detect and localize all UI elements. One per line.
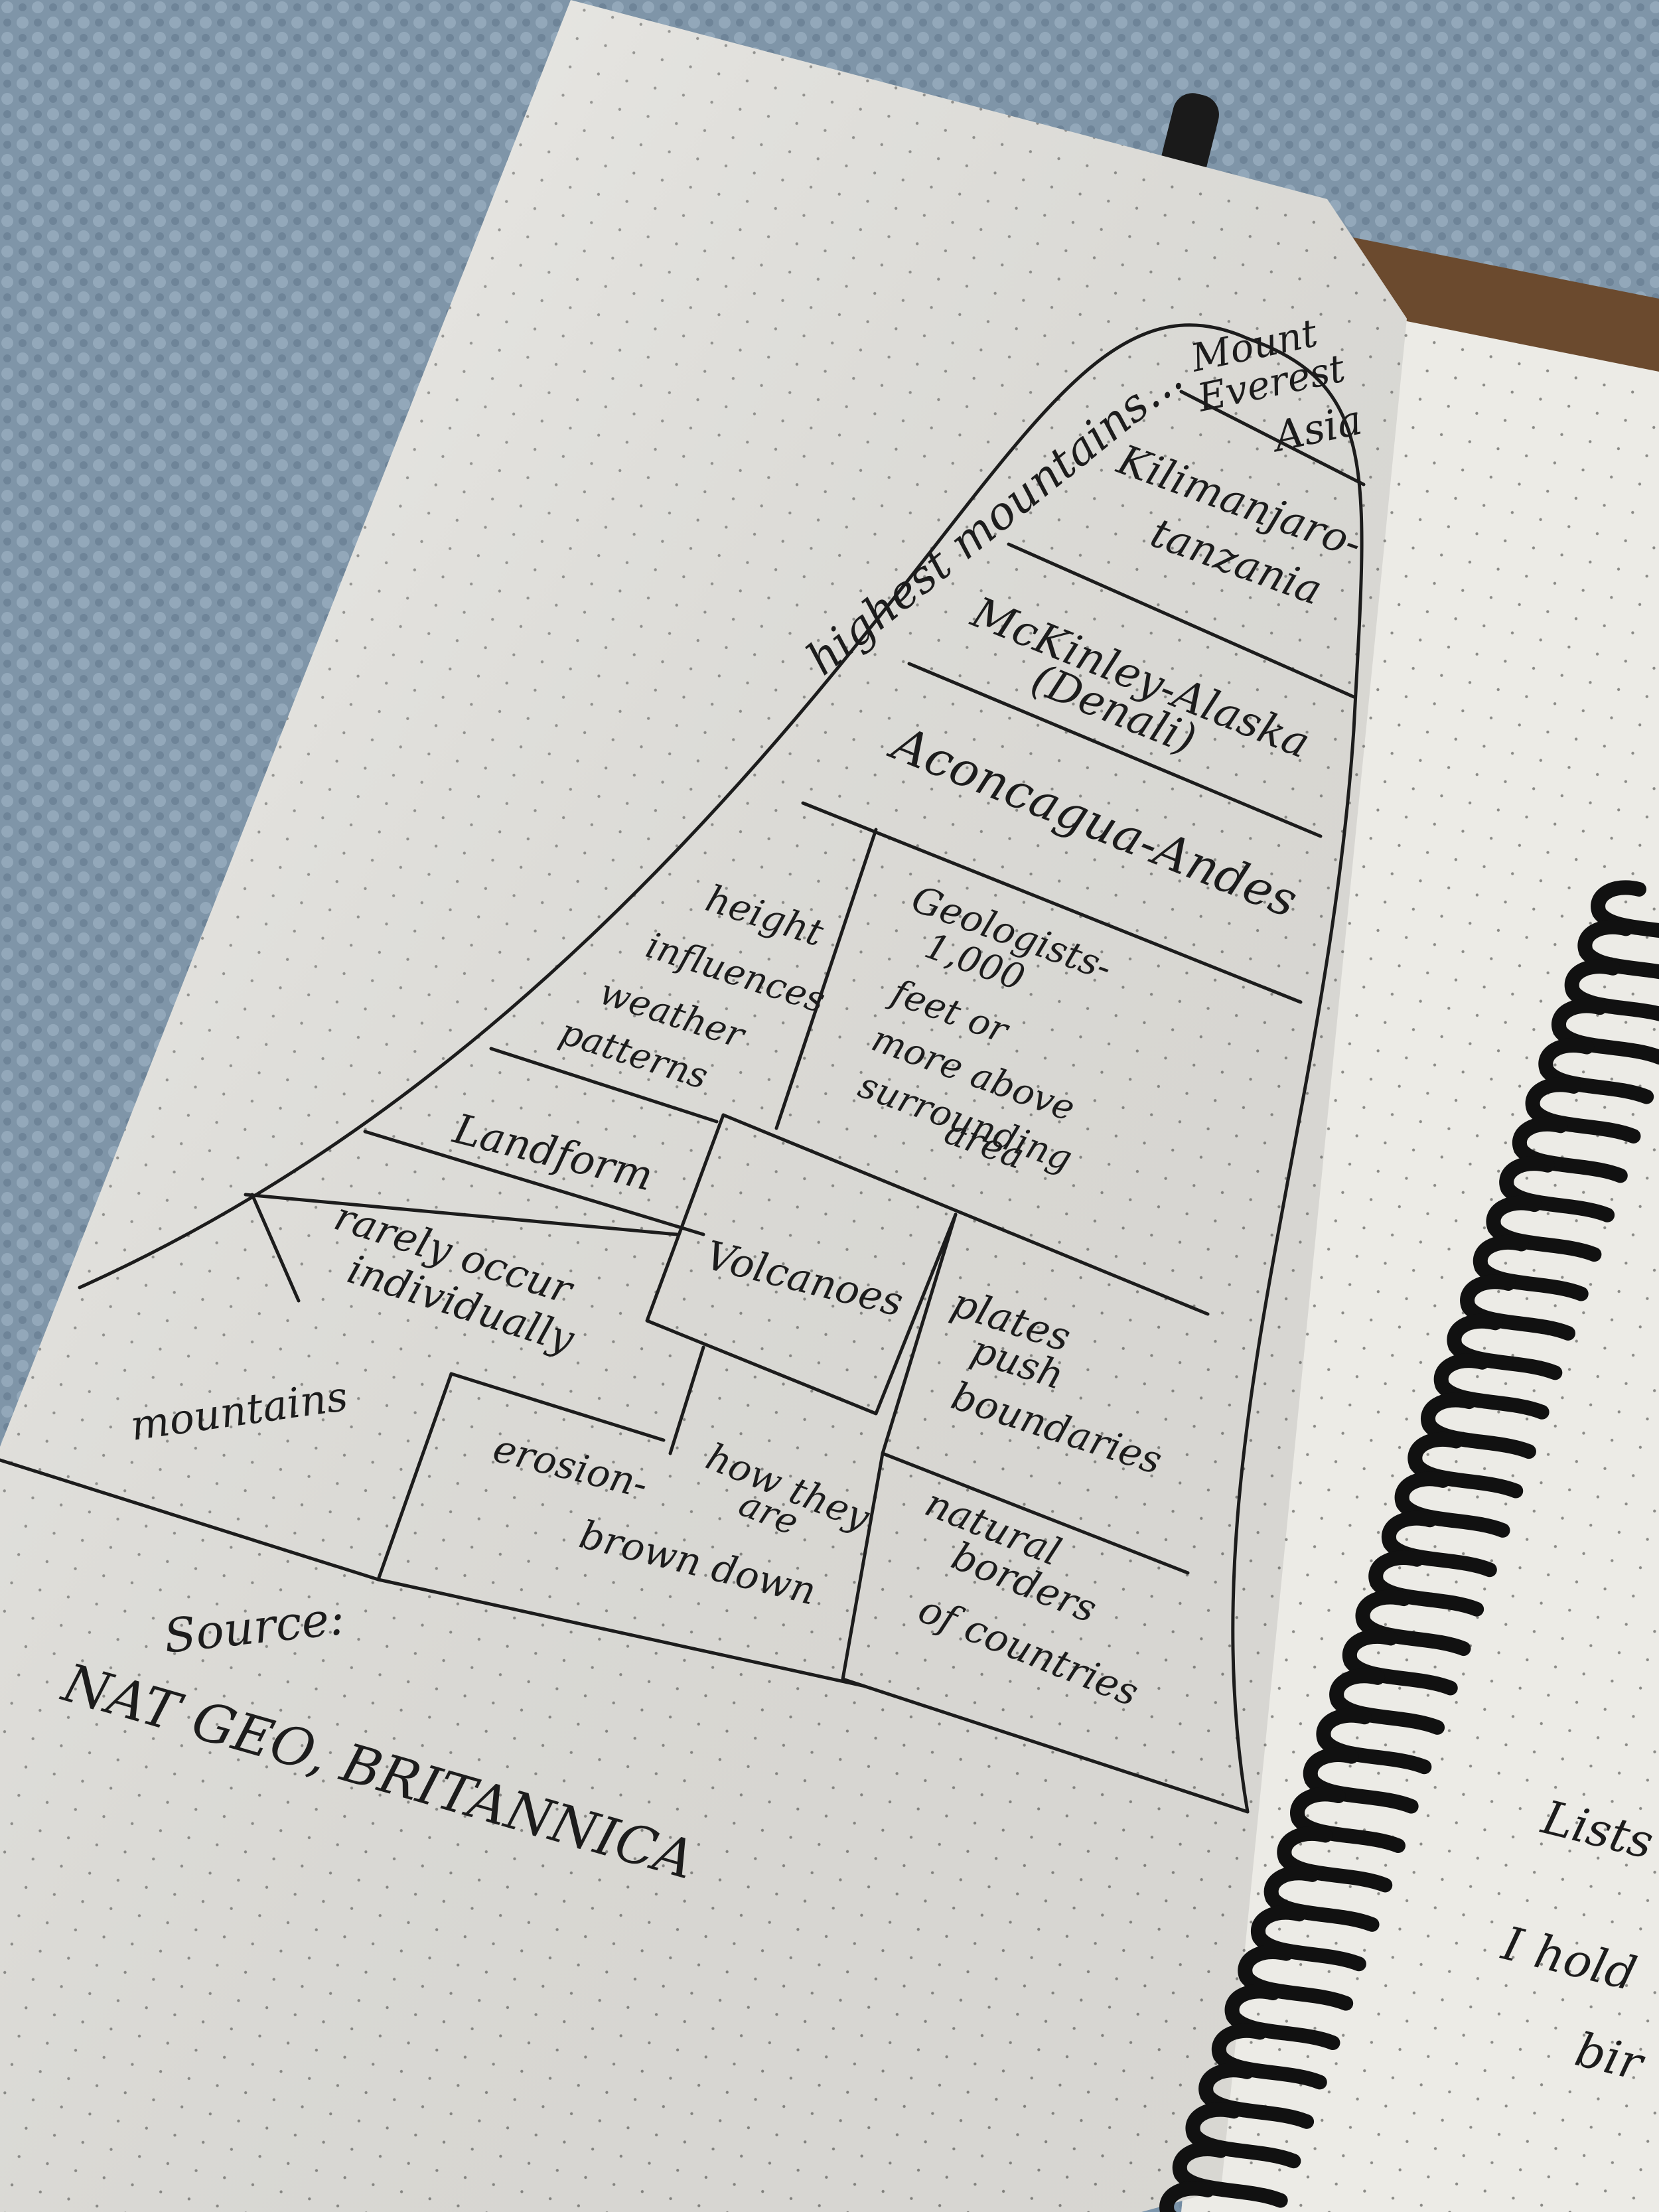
spiral-coil — [1421, 1392, 1536, 1459]
base-line-right — [841, 1677, 1250, 1814]
spiral-binding — [1159, 880, 1659, 2212]
spiral-coil — [1512, 1116, 1628, 1183]
spiral-coil — [1224, 1984, 1340, 2051]
rarely-bottom — [449, 1372, 666, 1442]
spiral-coil — [1238, 1945, 1354, 2011]
spiral-coil — [1251, 1905, 1366, 1972]
tier-line-4 — [801, 801, 1303, 1004]
spiral-coil — [1212, 2023, 1327, 2090]
spiral-coil — [1538, 1037, 1654, 1104]
how-left — [668, 1345, 705, 1455]
spiral-coil — [1525, 1077, 1641, 1143]
spiral-coil — [1473, 1234, 1589, 1301]
spiral-coil — [1198, 2063, 1315, 2129]
cell-divider-geo-bottom — [721, 1113, 1210, 1316]
spiral-coil — [1277, 1826, 1393, 1893]
right-page — [1181, 312, 1659, 2212]
spiral-coil — [1172, 2142, 1288, 2208]
spiral-coil — [1551, 998, 1659, 1065]
spiral-coil — [1342, 1629, 1458, 1696]
cell-divider-landform-top — [363, 1130, 705, 1236]
spiral-coil — [1447, 1313, 1563, 1380]
tier-line-3 — [907, 662, 1323, 838]
mountain-outline — [78, 323, 1364, 1814]
spiral-coil — [1368, 1550, 1484, 1617]
spiral-coil — [1486, 1195, 1602, 1262]
spiral-coil — [1290, 1787, 1406, 1854]
volcano-box — [645, 1113, 958, 1416]
spiral-coil — [1329, 1668, 1445, 1735]
spiral-coil — [1591, 880, 1659, 938]
spiral-coil — [1394, 1471, 1510, 1538]
spiral-coil — [1433, 1353, 1550, 1420]
tier-line-1 — [1179, 390, 1366, 486]
spiral-coil — [1564, 959, 1659, 1021]
spiral-coil — [1159, 2181, 1215, 2212]
spiral-coil — [1263, 1866, 1380, 1932]
spiral-coil — [1407, 1432, 1524, 1499]
spiral-coil — [1577, 919, 1659, 980]
page-shading — [0, 0, 1407, 2212]
spiral-coil — [1460, 1274, 1576, 1341]
spiral-coil — [1499, 1156, 1615, 1222]
spiral-coil — [1303, 1747, 1419, 1814]
cell-divider-height-bottom — [489, 1047, 719, 1124]
how-right — [841, 1451, 885, 1681]
spiral-coil — [1185, 2102, 1301, 2169]
spiral-coil — [1316, 1708, 1432, 1775]
landform-bottom — [244, 1193, 679, 1236]
spiral-coil — [1382, 1511, 1497, 1578]
tier-line-2 — [1007, 542, 1356, 699]
erosion-box — [376, 1372, 453, 1582]
spiral-coil — [1355, 1589, 1471, 1657]
cell-divider-geo-left — [774, 828, 878, 1130]
rarely-left — [250, 1193, 301, 1303]
mountain-diagram — [0, 323, 1366, 1814]
